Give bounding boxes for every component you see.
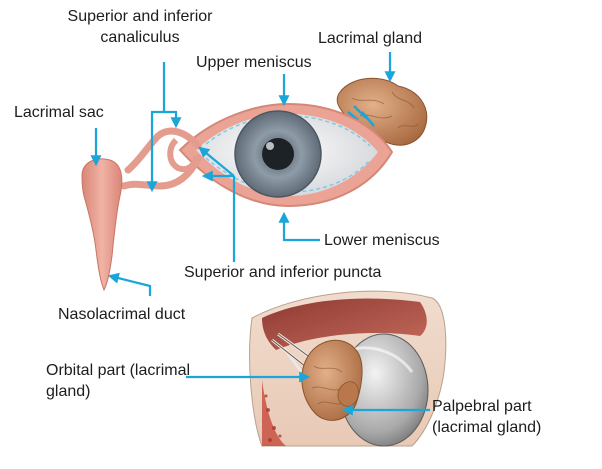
label-lacrimal-gland: Lacrimal gland [318, 30, 423, 47]
label-puncta: Superior and inferior puncta [184, 264, 382, 281]
label-canaliculus: Superior and inferior canaliculus [67, 8, 213, 46]
iris-illustration [234, 110, 322, 198]
pointer-lines [90, 52, 430, 416]
drainage-system-illustration [81, 127, 202, 292]
label-orbital-part: Orbital part (lacrimal gland) [46, 362, 191, 400]
label-lacrimal-sac: Lacrimal sac [14, 104, 104, 121]
label-palpebral-part: Palpebral part (lacrimal gland) [432, 398, 542, 436]
label-upper-meniscus: Upper meniscus [196, 54, 312, 71]
orbit-cross-section-illustration [249, 290, 447, 447]
label-nasolacrimal-duct: Nasolacrimal duct [58, 306, 186, 323]
label-lower-meniscus: Lower meniscus [324, 232, 440, 249]
